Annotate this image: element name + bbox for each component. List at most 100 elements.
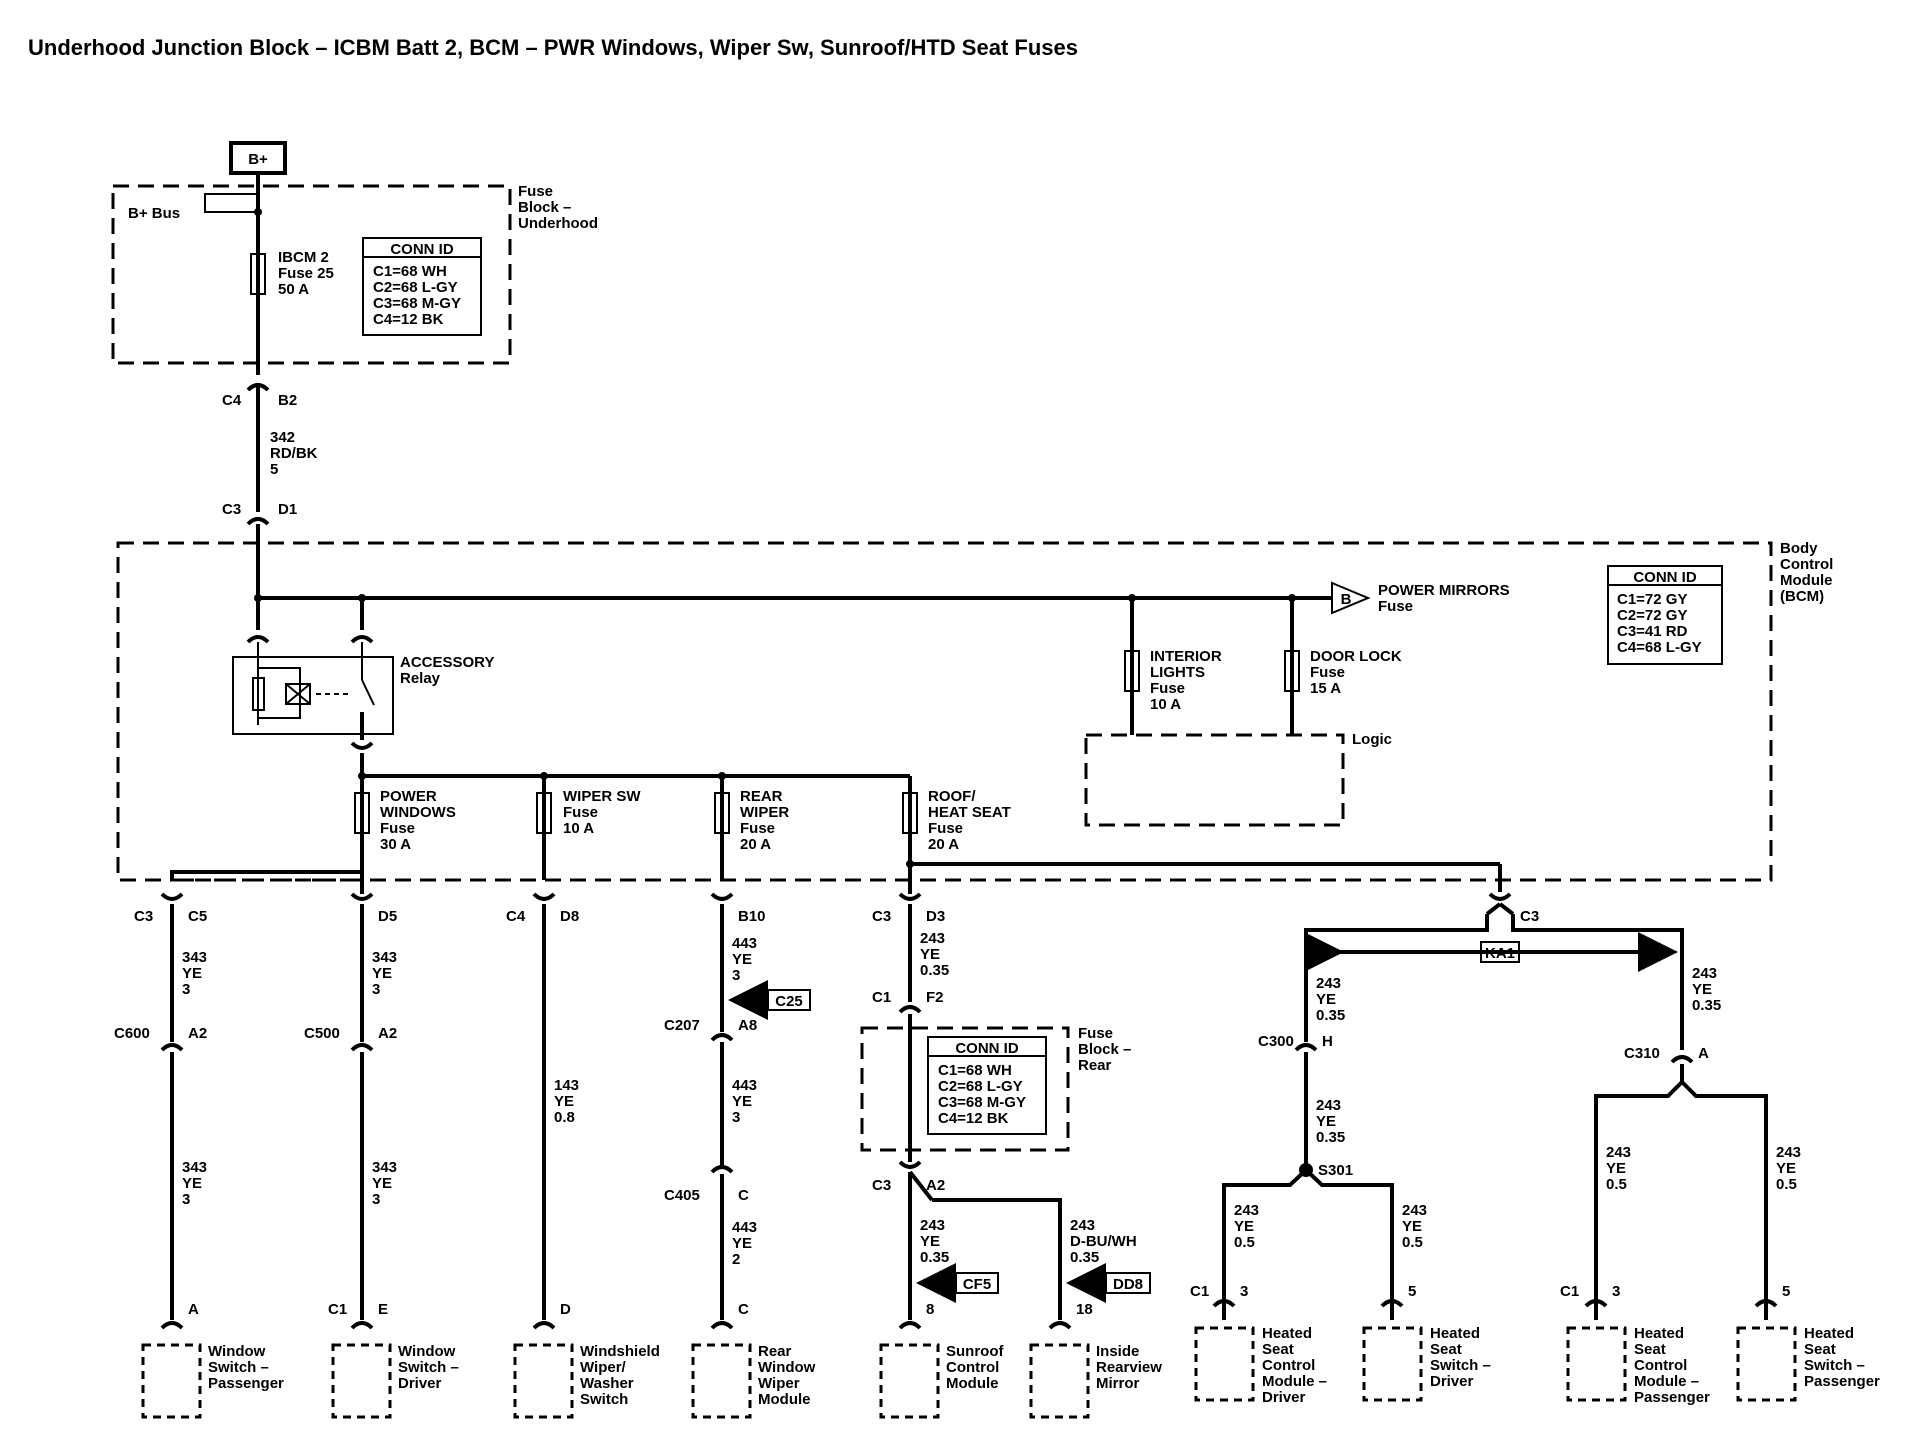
svg-text:A: A [188, 1301, 199, 1318]
svg-text:YE: YE [732, 1235, 752, 1252]
svg-text:C25: C25 [775, 993, 803, 1010]
conn-id-rear: CONN ID C1=68 WH C2=68 L-GY C3=68 M-GY C… [927, 1036, 1047, 1135]
svg-text:Passenger: Passenger [1634, 1389, 1710, 1406]
svg-text:WIPER SW: WIPER SW [563, 788, 641, 805]
svg-text:C1: C1 [328, 1301, 347, 1318]
svg-text:Rearview: Rearview [1096, 1359, 1162, 1376]
svg-text:243: 243 [1316, 1097, 1341, 1114]
svg-text:443: 443 [732, 935, 757, 952]
svg-text:YE: YE [732, 951, 752, 968]
svg-text:Washer: Washer [580, 1375, 634, 1392]
svg-text:POWER: POWER [380, 788, 437, 805]
svg-text:YE: YE [1316, 991, 1336, 1008]
bcm-label: Body Control Module (BCM) [1780, 540, 1833, 605]
svg-text:Relay: Relay [400, 670, 441, 687]
svg-text:3: 3 [1612, 1283, 1620, 1300]
svg-text:D8: D8 [560, 908, 579, 925]
svg-text:Fuse: Fuse [1378, 598, 1413, 615]
svg-text:0.35: 0.35 [1070, 1249, 1099, 1266]
svg-text:Switch: Switch [580, 1391, 628, 1408]
svg-text:Seat: Seat [1804, 1341, 1836, 1358]
interior-lights-fuse-symbol [1124, 650, 1140, 692]
svg-text:0.5: 0.5 [1402, 1234, 1423, 1251]
svg-text:Control: Control [1780, 556, 1833, 573]
fuse-block-underhood-label: Fuse Block – Underhood [518, 183, 598, 232]
svg-text:343: 343 [372, 949, 397, 966]
fuse-block-rear-outline [860, 1026, 1070, 1152]
svg-text:YE: YE [920, 1233, 940, 1250]
svg-text:18: 18 [1076, 1301, 1093, 1318]
ka1-label: KA1 [1485, 945, 1515, 962]
svg-text:CF5: CF5 [963, 1276, 991, 1293]
svg-text:Block –: Block – [1078, 1041, 1131, 1058]
interior-lights-fuse-label: INTERIOR LIGHTS Fuse 10 A [1150, 648, 1222, 713]
svg-text:Rear: Rear [1078, 1057, 1112, 1074]
svg-text:0.5: 0.5 [1234, 1234, 1255, 1251]
svg-text:143: 143 [554, 1077, 579, 1094]
svg-text:Wiper: Wiper [758, 1375, 800, 1392]
svg-text:3: 3 [182, 981, 190, 998]
svg-text:C3=41 RD: C3=41 RD [1617, 623, 1688, 640]
svg-text:C3: C3 [1520, 908, 1539, 925]
svg-text:C2=68 L-GY: C2=68 L-GY [938, 1078, 1023, 1095]
svg-text:243: 243 [920, 930, 945, 947]
svg-text:Module –: Module – [1262, 1373, 1327, 1390]
svg-text:ROOF/: ROOF/ [928, 788, 976, 805]
svg-text:C405: C405 [664, 1187, 700, 1204]
svg-text:30 A: 30 A [380, 836, 411, 853]
svg-text:YE: YE [182, 1175, 202, 1192]
svg-text:8: 8 [926, 1301, 934, 1318]
svg-text:243: 243 [1606, 1144, 1631, 1161]
svg-text:Seat: Seat [1262, 1341, 1294, 1358]
svg-text:C1=68 WH: C1=68 WH [373, 263, 447, 280]
svg-text:C2=68 L-GY: C2=68 L-GY [373, 279, 458, 296]
svg-text:343: 343 [182, 949, 207, 966]
svg-text:A2: A2 [188, 1025, 207, 1042]
svg-text:POWER MIRRORS: POWER MIRRORS [1378, 582, 1510, 599]
svg-text:3: 3 [1240, 1283, 1248, 1300]
svg-text:0.35: 0.35 [1316, 1007, 1345, 1024]
svg-text:C600: C600 [114, 1025, 150, 1042]
svg-text:LIGHTS: LIGHTS [1150, 664, 1205, 681]
svg-text:50 A: 50 A [278, 281, 309, 298]
svg-text:C3=68 M-GY: C3=68 M-GY [373, 295, 461, 312]
svg-text:C3: C3 [134, 908, 153, 925]
svg-text:WIPER: WIPER [740, 804, 789, 821]
svg-text:Block –: Block – [518, 199, 571, 216]
svg-text:Module: Module [758, 1391, 811, 1408]
svg-text:5: 5 [1782, 1283, 1790, 1300]
svg-text:Fuse: Fuse [1078, 1025, 1113, 1042]
svg-text:0.8: 0.8 [554, 1109, 575, 1126]
svg-text:C1=68 WH: C1=68 WH [938, 1062, 1012, 1079]
svg-text:3: 3 [372, 981, 380, 998]
svg-text:Underhood: Underhood [518, 215, 598, 232]
svg-text:YE: YE [1606, 1160, 1626, 1177]
svg-text:C4: C4 [506, 908, 526, 925]
svg-text:C2=72 GY: C2=72 GY [1617, 607, 1687, 624]
bcm-module: Body Control Module (BCM) CONN ID C1=72 … [116, 524, 1833, 892]
svg-text:443: 443 [732, 1077, 757, 1094]
svg-text:243: 243 [1776, 1144, 1801, 1161]
svg-text:Driver: Driver [398, 1375, 442, 1392]
svg-text:YE: YE [1776, 1160, 1796, 1177]
svg-text:Switch –: Switch – [398, 1359, 459, 1376]
wire-342-label: 342 RD/BK 5 [270, 429, 318, 478]
svg-text:Heated: Heated [1430, 1325, 1480, 1342]
svg-text:ACCESSORY: ACCESSORY [400, 654, 494, 671]
svg-text:D3: D3 [926, 908, 945, 925]
svg-text:Control: Control [1262, 1357, 1315, 1374]
svg-text:C500: C500 [304, 1025, 340, 1042]
diagram-title: Underhood Junction Block – ICBM Batt 2, … [28, 35, 1078, 60]
svg-text:C1: C1 [1560, 1283, 1579, 1300]
svg-text:CONN ID: CONN ID [955, 1040, 1019, 1057]
svg-text:D: D [560, 1301, 571, 1318]
svg-text:243: 243 [1692, 965, 1717, 982]
svg-text:WINDOWS: WINDOWS [380, 804, 456, 821]
svg-text:YE: YE [372, 965, 392, 982]
branch-window-passenger: C3 C5 343 YE 3 C600 A2 343 YE 3 A Window… [114, 892, 284, 1419]
svg-text:B2: B2 [278, 392, 297, 409]
svg-text:Switch –: Switch – [208, 1359, 269, 1376]
svg-text:CONN ID: CONN ID [1633, 569, 1697, 586]
svg-text:0.5: 0.5 [1776, 1176, 1797, 1193]
svg-text:Seat: Seat [1430, 1341, 1462, 1358]
